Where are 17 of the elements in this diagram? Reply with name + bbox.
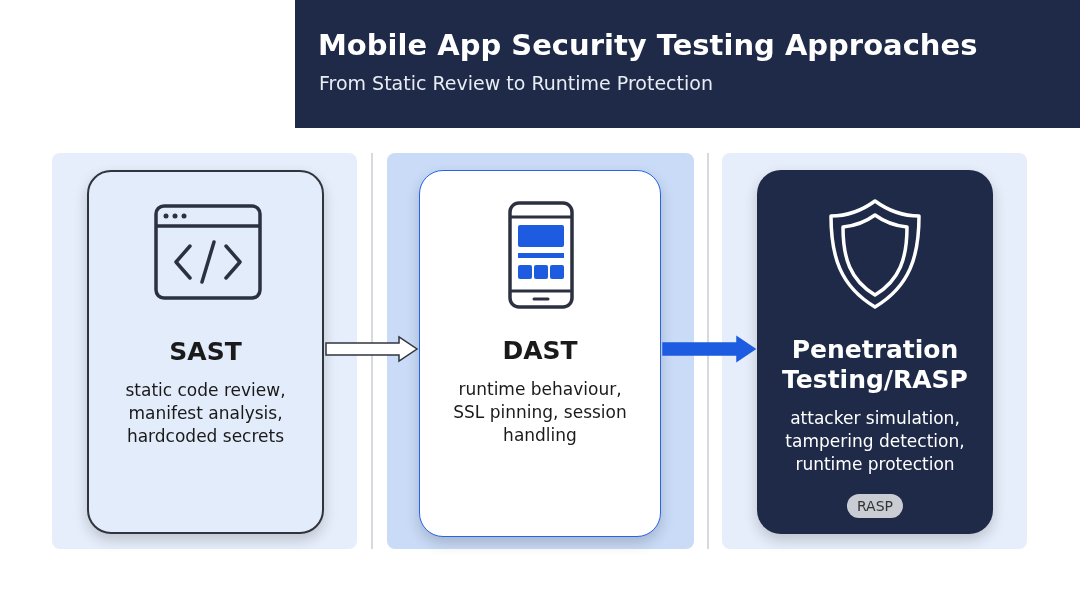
approach-card — [87, 170, 324, 534]
subtitle: From Static Review to Runtime Protection — [319, 72, 713, 94]
title: Mobile App Security Testing Approaches — [318, 28, 978, 62]
card-heading: Penetration Testing/RASP — [781, 335, 969, 395]
card-description: static code review, manifest analysis, hardcoded secrets — [124, 379, 287, 448]
card-description: runtime behaviour, SSL pinning, session handling — [452, 378, 628, 447]
card-heading: DAST — [501, 336, 579, 366]
block-arrow — [325, 335, 419, 363]
tag: RASP — [846, 494, 904, 518]
block-arrow — [662, 335, 757, 363]
approach-card — [757, 170, 993, 534]
card-heading: SAST — [168, 337, 243, 367]
panel-background — [722, 153, 1027, 549]
panel-background — [387, 153, 694, 549]
card-description: attacker simulation, tampering detection, runtime protection — [784, 407, 966, 476]
panel-background — [52, 153, 357, 549]
approach-card — [419, 170, 661, 537]
